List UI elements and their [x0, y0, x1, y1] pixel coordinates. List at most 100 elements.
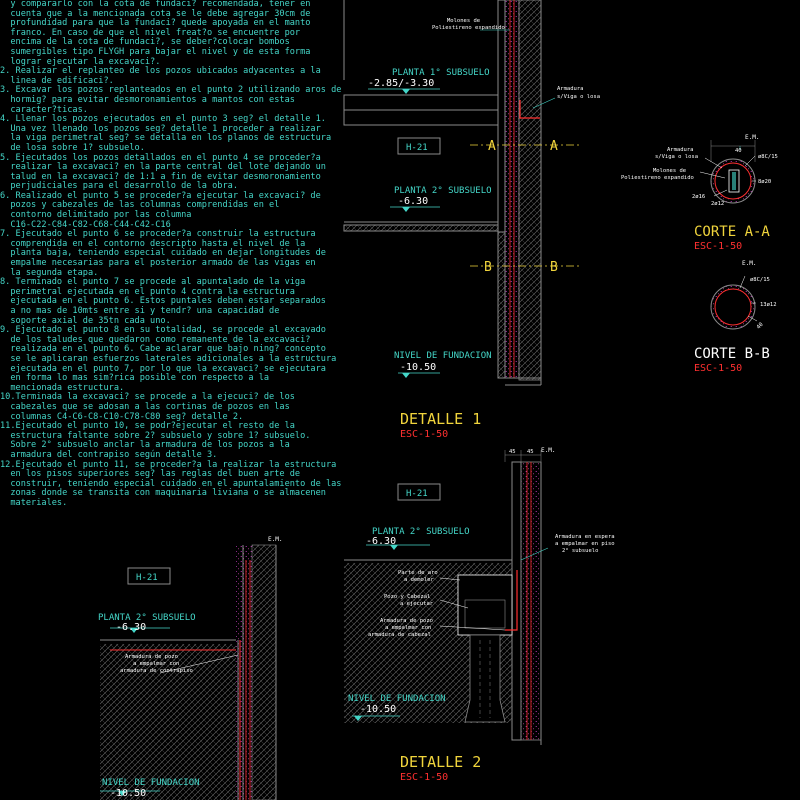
- note-line: de losa sobre 1? subsuelo.: [0, 142, 145, 153]
- detalle-1-drawing: [343, 0, 580, 386]
- note-line: 7. Ejecutado el punto 6 se proceder?a co…: [0, 229, 316, 240]
- d3-note-3: armadura de contrapiso: [120, 668, 193, 674]
- note-line: cuenta que a la mencionada cota se le de…: [0, 8, 311, 19]
- note-line: perimetral ejecutada en el punto 4 contr…: [0, 286, 295, 297]
- note-line: perjudiciales para el desarrollo de la o…: [0, 181, 238, 192]
- note-line: estructura faltante sobre 2? subsuelo y …: [0, 430, 311, 441]
- note-line: franco. En caso de que el nivel freat?o …: [0, 27, 301, 38]
- d2-tag: H-21: [406, 489, 428, 499]
- note-line: planta baja, teniendo especial cuidado e…: [0, 248, 326, 259]
- d1-planta2-level: -6.30: [398, 196, 428, 207]
- note-line: 6. Realizado el punto 5 se proceder?a ej…: [0, 190, 321, 201]
- d1-planta1-level: -2.85/-3.30: [368, 78, 434, 89]
- d2-dim-1: 45: [509, 449, 516, 455]
- corte-b-drawing: [710, 275, 758, 330]
- note-line: C16-C22-C84-C82-C68-C44-C42-C16: [0, 219, 171, 230]
- note-line: sumergibles tipo FLYGH para bajar el niv…: [0, 46, 311, 57]
- d3-tag: H-21: [136, 573, 158, 583]
- ca-dim: 40: [735, 148, 742, 154]
- ca-note-pol-1: Molones de: [653, 168, 686, 174]
- note-line: profundidad para que la fundaci? quede a…: [0, 18, 311, 29]
- d1-cut-b-left: B: [484, 260, 492, 275]
- d2-planta2-level: -6.30: [366, 536, 396, 547]
- d2-fundacion: NIVEL DE FUNDACION: [348, 694, 446, 704]
- d2-note-pozo-2: a ejecutar: [400, 601, 434, 607]
- corte-a-drawing: [699, 140, 756, 204]
- note-line: comprendida en el contorno descripto has…: [0, 238, 306, 249]
- cb-bar-2: 13ø12: [760, 302, 777, 308]
- cb-scale: ESC-1-50: [694, 363, 742, 374]
- note-line: la viga perimetral seg? se detalla en lo…: [0, 133, 332, 144]
- ca-bar-4: 2ø12: [711, 201, 724, 207]
- d1-title: DETALLE 1: [400, 410, 481, 428]
- ca-bar-1: ø8C/15: [758, 154, 778, 160]
- d2-fundacion-level: -10.50: [360, 704, 396, 715]
- ca-bar-3: 2ø16: [692, 194, 705, 200]
- note-line: mencionada estructura.: [0, 382, 125, 393]
- cb-title: CORTE B-B: [694, 346, 770, 362]
- d1-cut-b-right: B: [550, 260, 558, 275]
- d2-note-arm-2: a empalmar con: [385, 625, 431, 631]
- d1-fundacion-level: -10.50: [400, 362, 436, 373]
- d2-note-parte-1: Parte de aro: [398, 570, 438, 576]
- d2-note-arm-1: Armadura de pozo: [380, 618, 433, 624]
- note-line: de los taludes que quedaron como remanen…: [0, 334, 311, 345]
- d2-title: DETALLE 2: [400, 753, 481, 771]
- note-line: encima de la cota de fundaci?, se deber?…: [0, 37, 290, 48]
- d2-note-esp-3: 2° subsuelo: [562, 548, 598, 554]
- note-line: 2. Realizar el replanteo de los pozos ub…: [0, 66, 321, 77]
- d2-planta2: PLANTA 2° SUBSUELO: [372, 527, 470, 537]
- note-line: realizada en el punto 6. Cabe aclarar qu…: [0, 344, 326, 355]
- note-line: 4. Llenar los pozos ejecutados en el pun…: [0, 114, 326, 125]
- note-line: 5. Ejecutados los pozos detallados en el…: [0, 152, 321, 163]
- cb-bar-1: ø8C/15: [750, 277, 770, 283]
- d2-scale: ESC-1-50: [400, 772, 448, 783]
- note-line: en los pisos superiores seg? las reglas …: [0, 469, 301, 480]
- d3-planta2-level: -6.30: [116, 622, 146, 633]
- note-line: empalme necesarias para el posterior arm…: [0, 258, 316, 269]
- note-line: ejecutada en el punto 7, por lo que la e…: [0, 363, 326, 374]
- d1-tag: H-21: [406, 143, 428, 153]
- cb-dim: 40: [756, 322, 765, 331]
- note-line: lograr ejecutar la excavaci?.: [0, 56, 161, 67]
- d3-planta2: PLANTA 2° SUBSUELO: [98, 613, 196, 623]
- ca-note-pol-2: Poliestireno expandido: [621, 175, 694, 181]
- ca-note-arm-2: s/Viga o losa: [655, 154, 698, 160]
- note-line: linea de edificaci?.: [0, 75, 114, 86]
- note-line: soporte axial de 35tn cada uno.: [0, 315, 171, 326]
- d1-scale: ESC-1-50: [400, 429, 448, 440]
- note-line: zonas donde se transita con maquinaria l…: [0, 488, 326, 499]
- d1-note-pol-1: Molones de: [447, 18, 480, 24]
- note-line: columnas C4-C6-C8-C10-C78-C80 seg? detal…: [0, 411, 244, 422]
- d1-note-arm-1: Armadura: [557, 86, 584, 92]
- detalle-2-drawing: [344, 450, 549, 745]
- ca-bar-2: 8ø20: [758, 179, 771, 185]
- d3-note-1: Armadura de pozo: [125, 654, 178, 660]
- note-line: a no mas de 10mts entre si y tendr? una …: [0, 306, 280, 316]
- d2-note-esp-2: a empalmar en piso: [555, 541, 615, 547]
- note-line: pozos y cabezales de las columnas compre…: [0, 200, 280, 211]
- d3-note-2: a empalmar con: [133, 661, 179, 667]
- note-line: 10.Terminada la excavaci? se procede a l…: [0, 392, 295, 403]
- d3-fundacion-level: -10.50: [110, 788, 146, 799]
- d2-note-esp-1: Armadura en espera: [555, 534, 615, 540]
- note-line: la segunda etapa.: [0, 267, 99, 278]
- detalle-3-drawing: [100, 544, 277, 800]
- note-line: caracter?ticas.: [0, 104, 88, 115]
- note-line: contorno delimitado por las columna: [0, 210, 192, 221]
- note-line: materiales.: [0, 497, 68, 508]
- d3-em: E.M.: [268, 536, 282, 543]
- note-line: 8. Terminado el punto 7 se procede al ap…: [0, 277, 306, 288]
- note-line: 3. Excavar los pozos replanteados en el …: [0, 85, 342, 96]
- ca-note-arm-1: Armadura: [667, 147, 694, 153]
- d1-planta2: PLANTA 2° SUBSUELO: [394, 186, 492, 196]
- d1-cut-a-right: A: [550, 139, 558, 154]
- d1-note-pol-2: Poliestireno expandido: [432, 25, 505, 31]
- note-line: se le aplicaran esfuerzos laterales adic…: [0, 353, 337, 364]
- construction-notes: y compararlo con la cota de fundaci? rec…: [0, 0, 342, 508]
- note-line: y compararlo con la cota de fundaci? rec…: [0, 0, 311, 9]
- note-line: Sobre 2° subsuelo anclar la armadura de …: [0, 440, 290, 451]
- d2-note-arm-3: armadura de cabezal: [368, 632, 431, 638]
- d2-dim-2: 45: [527, 449, 534, 455]
